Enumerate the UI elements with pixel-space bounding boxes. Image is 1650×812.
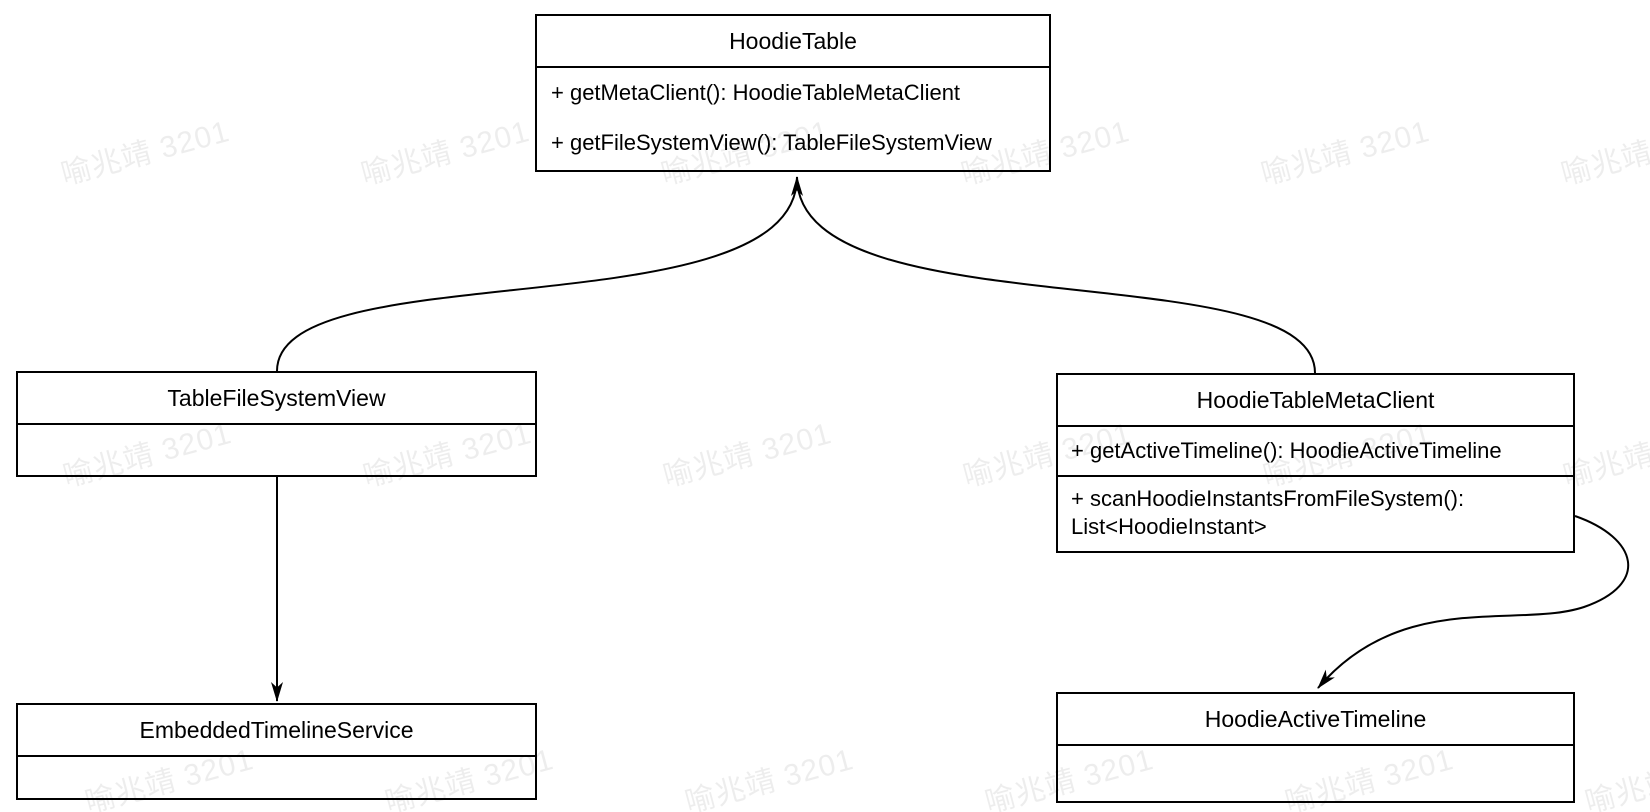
- empty-compartment: [18, 423, 535, 475]
- class-name: HoodieTableMetaClient: [1196, 386, 1435, 413]
- class-name: HoodieActiveTimeline: [1204, 705, 1427, 732]
- empty-compartment: [18, 755, 535, 798]
- class-method: + scanHoodieInstantsFromFileSystem(): Li…: [1058, 475, 1573, 551]
- class-method: + getFileSystemView(): TableFileSystemVi…: [551, 130, 992, 155]
- class-box-hoodietable[interactable]: HoodieTable + getMetaClient(): HoodieTab…: [535, 14, 1051, 172]
- watermark-text: 喻兆靖 3201: [57, 115, 234, 192]
- class-name: HoodieTable: [729, 27, 857, 54]
- class-name: TableFileSystemView: [167, 384, 386, 411]
- watermark-text: 喻兆靖 3201: [681, 743, 858, 812]
- watermark-text: 喻兆靖 3201: [1581, 743, 1650, 812]
- relation-tablefilesystemview-to-hoodietable-arrow[interactable]: [276, 176, 803, 372]
- class-box-hoodietablemetaclient[interactable]: HoodieTableMetaClient + getActiveTimelin…: [1056, 373, 1575, 553]
- watermark-text: 喻兆靖 3201: [357, 115, 534, 192]
- class-box-hoodieactivetimeline[interactable]: HoodieActiveTimeline: [1056, 692, 1575, 803]
- watermark-text: 喻兆靖 3201: [659, 417, 836, 494]
- watermark-text: 喻兆靖 3201: [1557, 115, 1650, 192]
- class-box-tablefilesystemview[interactable]: TableFileSystemView: [16, 371, 537, 477]
- watermark-text: 喻兆靖 3201: [1257, 115, 1434, 192]
- class-name: EmbeddedTimelineService: [139, 716, 414, 743]
- relation-hoodietablemetaclient-to-hoodietable-arrow[interactable]: [796, 176, 1316, 374]
- class-method: + getActiveTimeline(): HoodieActiveTimel…: [1058, 425, 1573, 475]
- class-method: + getMetaClient(): HoodieTableMetaClient: [551, 80, 961, 105]
- class-box-embeddedtimelineservice[interactable]: EmbeddedTimelineService: [16, 703, 537, 800]
- empty-compartment: [1058, 744, 1573, 801]
- relation-hoodietablemetaclient-to-hoodieactivetimeline-arrow[interactable]: [1317, 515, 1630, 689]
- methods-compartment: + getMetaClient(): HoodieTableMetaClient…: [537, 66, 1049, 168]
